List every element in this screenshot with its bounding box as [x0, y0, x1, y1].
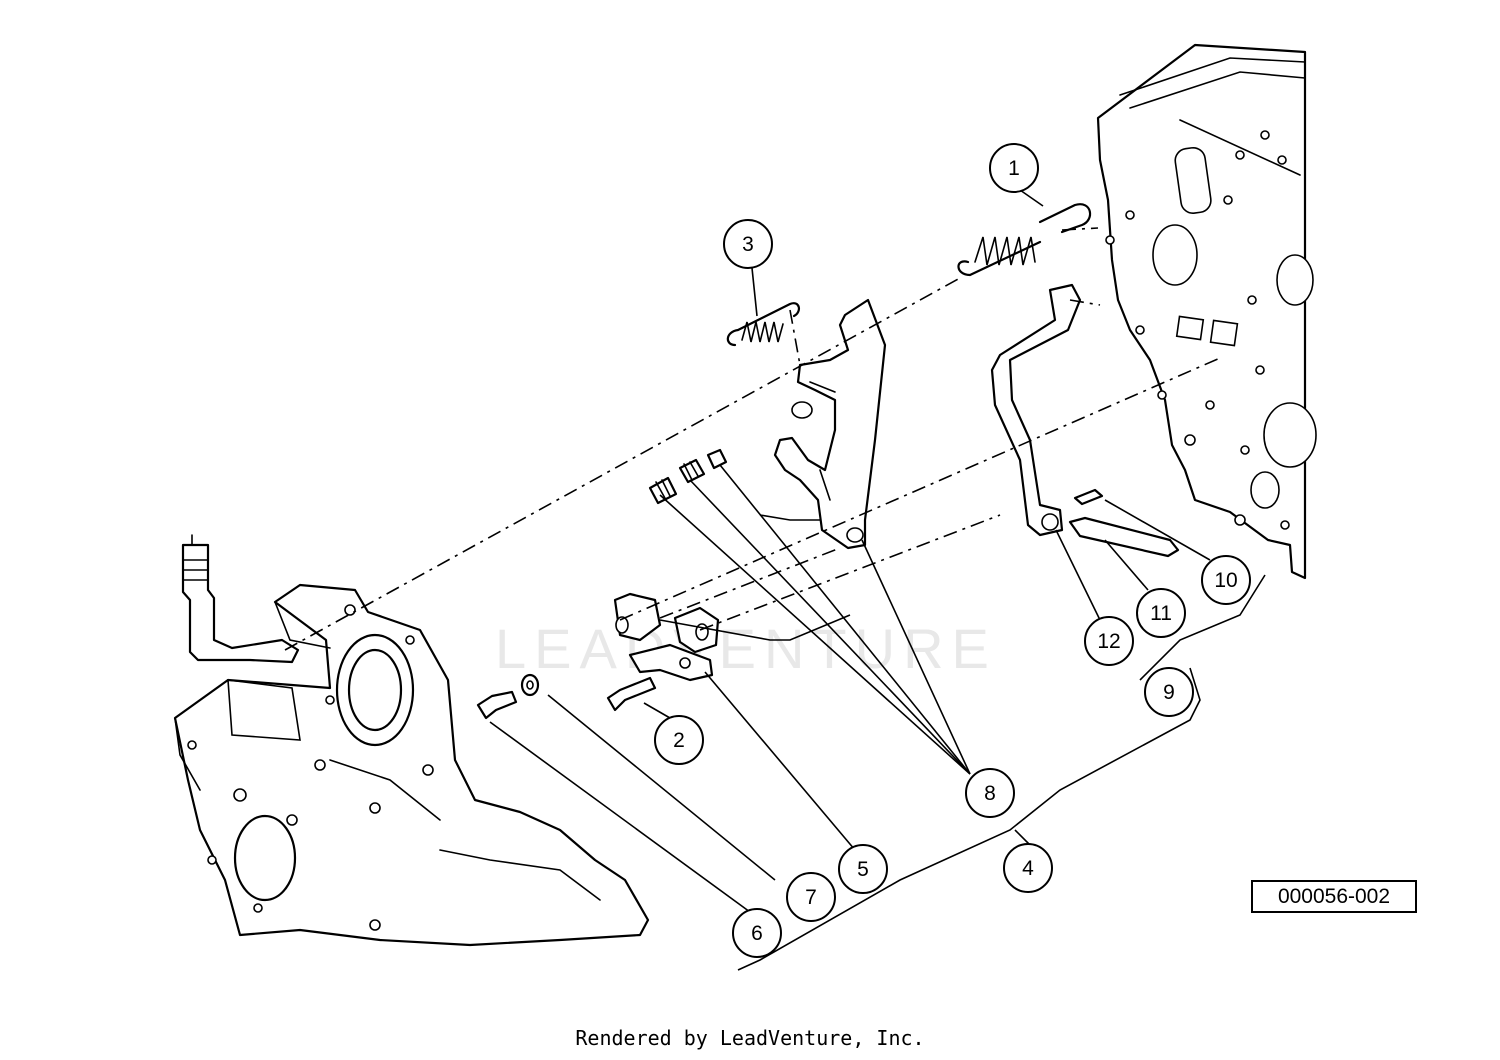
- assembly-lines: [284, 227, 1221, 651]
- washer-7: [520, 673, 540, 697]
- callout-9[interactable]: 9: [1144, 667, 1194, 717]
- svg-text:8: 8: [984, 782, 996, 805]
- svg-text:7: 7: [805, 886, 817, 909]
- spring-small: [726, 302, 800, 347]
- fitting-elbow: [181, 534, 300, 664]
- callout-11[interactable]: 11: [1136, 588, 1186, 638]
- bolt-6: [476, 690, 518, 720]
- speed-control-lever: [990, 283, 1082, 537]
- footer-credit: Rendered by LeadVenture, Inc.: [575, 1026, 925, 1050]
- svg-text:4: 4: [1022, 857, 1034, 880]
- pin-11: [1068, 516, 1180, 558]
- svg-text:10: 10: [1214, 569, 1237, 592]
- callout-6[interactable]: 6: [732, 908, 782, 958]
- svg-text:9: 9: [1163, 681, 1175, 704]
- callout-8[interactable]: 8: [965, 768, 1015, 818]
- spring-large: [957, 203, 1092, 277]
- svg-text:3: 3: [742, 233, 754, 256]
- engine-block-right: [1096, 43, 1317, 580]
- callout-3[interactable]: 3: [723, 219, 773, 269]
- pin-10: [1073, 488, 1104, 506]
- svg-text:1: 1: [1008, 157, 1020, 180]
- svg-text:2: 2: [673, 729, 685, 752]
- svg-text:5: 5: [857, 858, 869, 881]
- figure-id-label: 000056-002: [1251, 880, 1417, 913]
- bracket-assembly: [613, 592, 720, 682]
- callout-4[interactable]: 4: [1003, 843, 1053, 893]
- governor-lever: [773, 298, 887, 550]
- callout-2[interactable]: 2: [654, 715, 704, 765]
- bolt-2: [606, 676, 657, 712]
- callout-10[interactable]: 10: [1201, 555, 1251, 605]
- callout-7[interactable]: 7: [786, 872, 836, 922]
- callout-5[interactable]: 5: [838, 844, 888, 894]
- svg-text:6: 6: [751, 922, 763, 945]
- callout-1[interactable]: 1: [989, 143, 1039, 193]
- svg-text:12: 12: [1097, 630, 1120, 653]
- adjust-screws: [648, 448, 728, 505]
- svg-text:11: 11: [1150, 602, 1172, 625]
- engine-housing-left: [173, 583, 650, 947]
- watermark: LEADVENTURE: [495, 617, 997, 680]
- callout-12[interactable]: 12: [1084, 616, 1134, 666]
- leader-lines: [489, 189, 1266, 971]
